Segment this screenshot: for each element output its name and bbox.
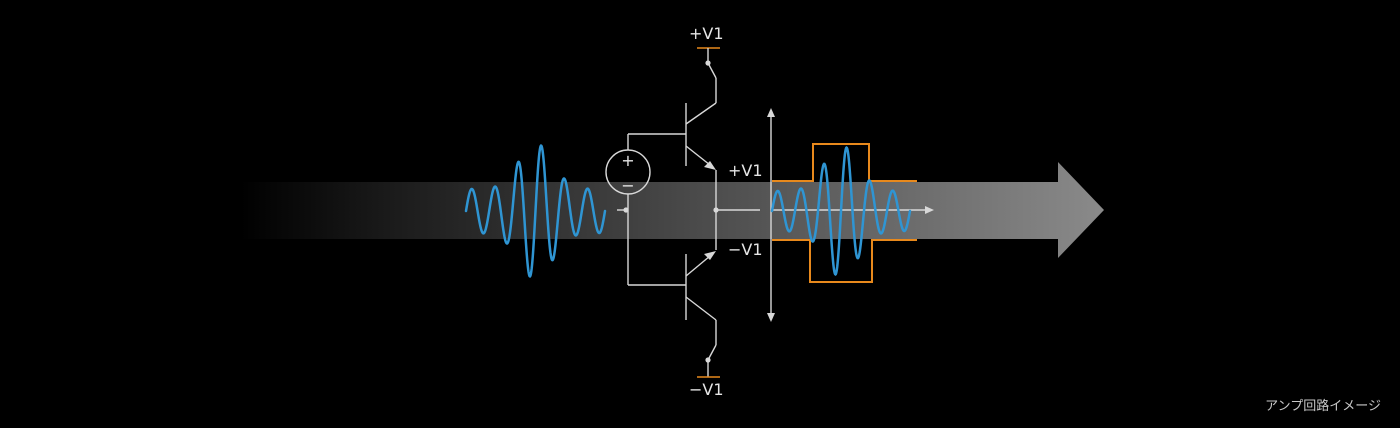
junction-dots <box>623 60 719 363</box>
output-negative-label: −V1 <box>728 240 763 259</box>
signal-flow-arrow <box>240 162 1104 258</box>
caption: アンプ回路イメージ <box>1265 399 1381 414</box>
source-plus-symbol: + <box>621 151 634 170</box>
top-rail-label: +V1 <box>689 24 724 43</box>
output-signal-wave <box>770 145 912 277</box>
clip-limit-outline <box>772 143 917 283</box>
input-signal-wave <box>464 144 607 278</box>
source-minus-symbol: − <box>621 176 634 195</box>
output-positive-label: +V1 <box>728 161 763 180</box>
arrowheads <box>704 108 934 322</box>
bottom-rail-label: −V1 <box>689 380 724 399</box>
